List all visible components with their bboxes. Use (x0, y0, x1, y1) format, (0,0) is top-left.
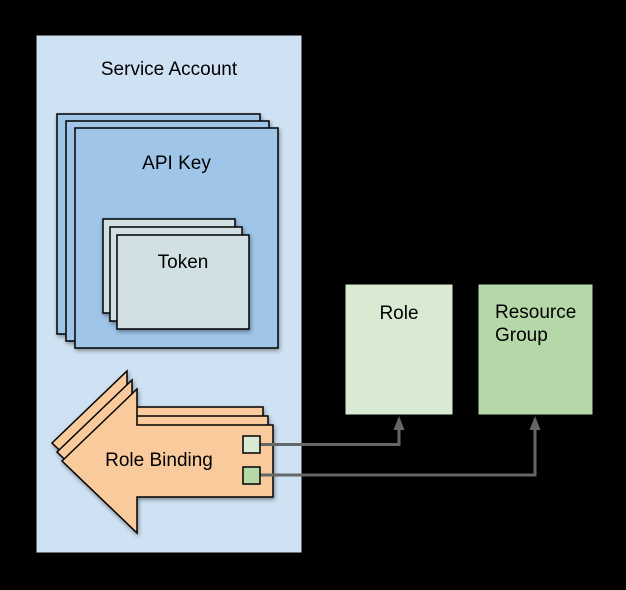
connector-role-arrowhead-icon (393, 416, 405, 430)
token-stack (102, 218, 250, 330)
connector-resource-group-line (252, 429, 537, 477)
resource-group-box (477, 283, 594, 416)
token-box-front (116, 234, 250, 330)
connector-resource-group-arrowhead-icon (529, 416, 541, 430)
role-binding-stack (50, 369, 274, 535)
role-box (344, 283, 454, 416)
role-binding-arrow-front (60, 387, 274, 535)
connector-resource-group (252, 416, 541, 477)
role-binding-resource-group-ref-swatch (242, 466, 261, 485)
role-binding-role-ref-swatch (242, 435, 261, 454)
connector-role (252, 416, 405, 446)
connector-role-line (252, 429, 401, 446)
